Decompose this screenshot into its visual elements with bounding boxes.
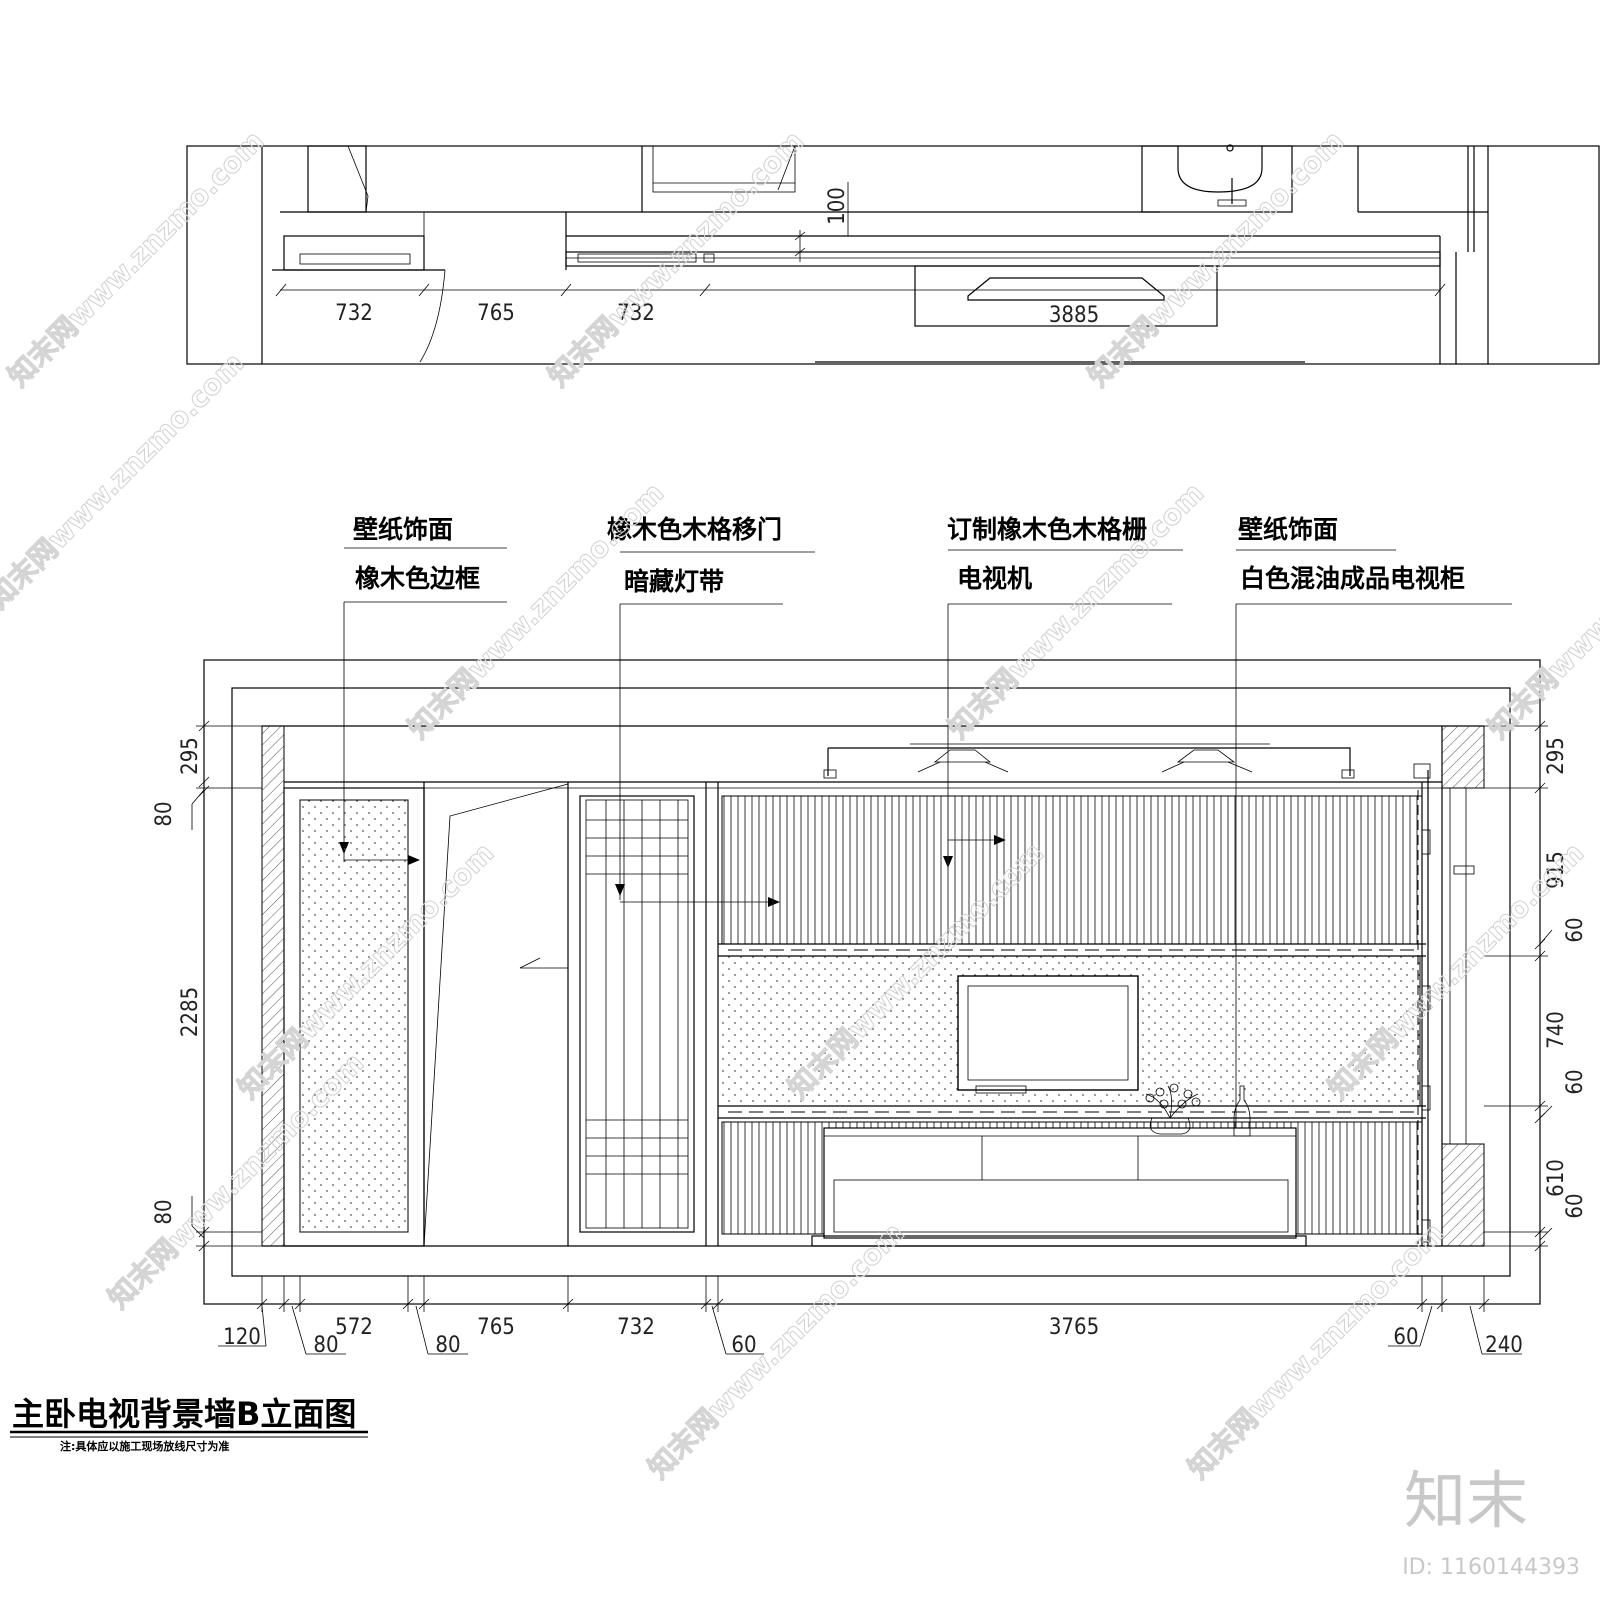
elevation-view — [203, 659, 1541, 1305]
watermark-text-7: 知末网www.znzmo.com — [1482, 476, 1600, 745]
right-dim-610: 610 — [1544, 1159, 1569, 1197]
left-dimensions: 295 80 2285 80 — [152, 720, 262, 1252]
bottom-dim-120: 120 — [223, 1325, 261, 1350]
bottom-dim-3765: 3765 — [1049, 1315, 1099, 1340]
drawing-title: 主卧电视背景墙B立面图 — [12, 1395, 356, 1433]
bottom-dim-80-a: 80 — [313, 1333, 338, 1358]
callout-4-bottom: 白色混油成品电视柜 — [1240, 564, 1465, 593]
bottom-dim-60-a: 60 — [731, 1333, 756, 1358]
bottom-dim-732: 732 — [617, 1315, 655, 1340]
callout-3-bottom: 电视机 — [957, 564, 1032, 593]
callout-3: 订制橡木色木格栅 电视机 — [947, 515, 1183, 870]
bottom-dim-765: 765 — [477, 1315, 515, 1340]
plan-dim-4: 3885 — [1049, 303, 1099, 328]
left-dim-80-top: 80 — [152, 801, 177, 826]
left-dim-80-bottom: 80 — [152, 1199, 177, 1224]
drawing-note: 注:具体应以施工现场放线尺寸为准 — [60, 1439, 229, 1453]
watermark-logo: 知末 — [1404, 1464, 1528, 1537]
watermark-text-2: 知末网www.znzmo.com — [542, 124, 811, 393]
right-dim-60-b: 60 — [1563, 1069, 1588, 1094]
plan-dim-1: 732 — [335, 301, 373, 326]
watermark-id: ID: 1160144393 — [1402, 1555, 1580, 1580]
right-dim-295: 295 — [1544, 737, 1569, 775]
watermark-text-4: 知末网www.znzmo.com — [0, 346, 250, 615]
bottom-dim-572: 572 — [335, 1315, 373, 1340]
watermark-text-12: 知末网www.znzmo.com — [642, 1216, 911, 1485]
right-dim-60-c: 60 — [1563, 1193, 1588, 1218]
callout-1-bottom: 橡木色边框 — [355, 564, 480, 593]
right-dim-915: 915 — [1544, 851, 1569, 889]
left-dim-295: 295 — [178, 737, 203, 775]
left-dim-2285: 2285 — [178, 987, 203, 1037]
plan-view: 732 765 732 3885 100 — [186, 144, 1600, 365]
title-block: 主卧电视背景墙B立面图 注:具体应以施工现场放线尺寸为准 — [10, 1395, 368, 1453]
callout-2-top: 橡木色木格移门 — [607, 515, 782, 544]
callout-4-top: 壁纸饰面 — [1238, 515, 1338, 544]
watermark-text-13: 知末网www.znzmo.com — [1182, 1216, 1451, 1485]
plan-dim-3: 732 — [617, 301, 655, 326]
callout-3-top: 订制橡木色木格栅 — [947, 515, 1147, 544]
bottom-dimensions: 572 765 732 3765 120 80 80 60 60 240 — [204, 1276, 1523, 1358]
plan-dim-100: 100 — [825, 187, 850, 225]
plan-dim-2: 765 — [477, 301, 515, 326]
callouts: 壁纸饰面 橡木色边框 橡木色木格移门 暗藏灯带 订制橡木色木格栅 电视机 壁纸饰… — [339, 515, 1512, 1170]
callout-2-bottom: 暗藏灯带 — [624, 567, 724, 596]
right-dim-60-a: 60 — [1563, 917, 1588, 942]
right-dim-740: 740 — [1544, 1011, 1569, 1049]
callout-1-top: 壁纸饰面 — [353, 515, 453, 544]
bottom-dim-240: 240 — [1485, 1333, 1523, 1358]
right-dimensions: 295 915 60 740 60 610 60 — [1484, 720, 1588, 1252]
callout-4: 壁纸饰面 白色混油成品电视柜 — [1235, 515, 1512, 1170]
bottom-dim-80-b: 80 — [435, 1333, 460, 1358]
callout-1: 壁纸饰面 橡木色边框 — [343, 515, 507, 862]
watermark-text-3: 知末网www.znzmo.com — [1082, 124, 1351, 393]
callout-2: 橡木色木格移门 暗藏灯带 — [607, 515, 815, 900]
bottom-dim-60-b: 60 — [1393, 1325, 1418, 1350]
